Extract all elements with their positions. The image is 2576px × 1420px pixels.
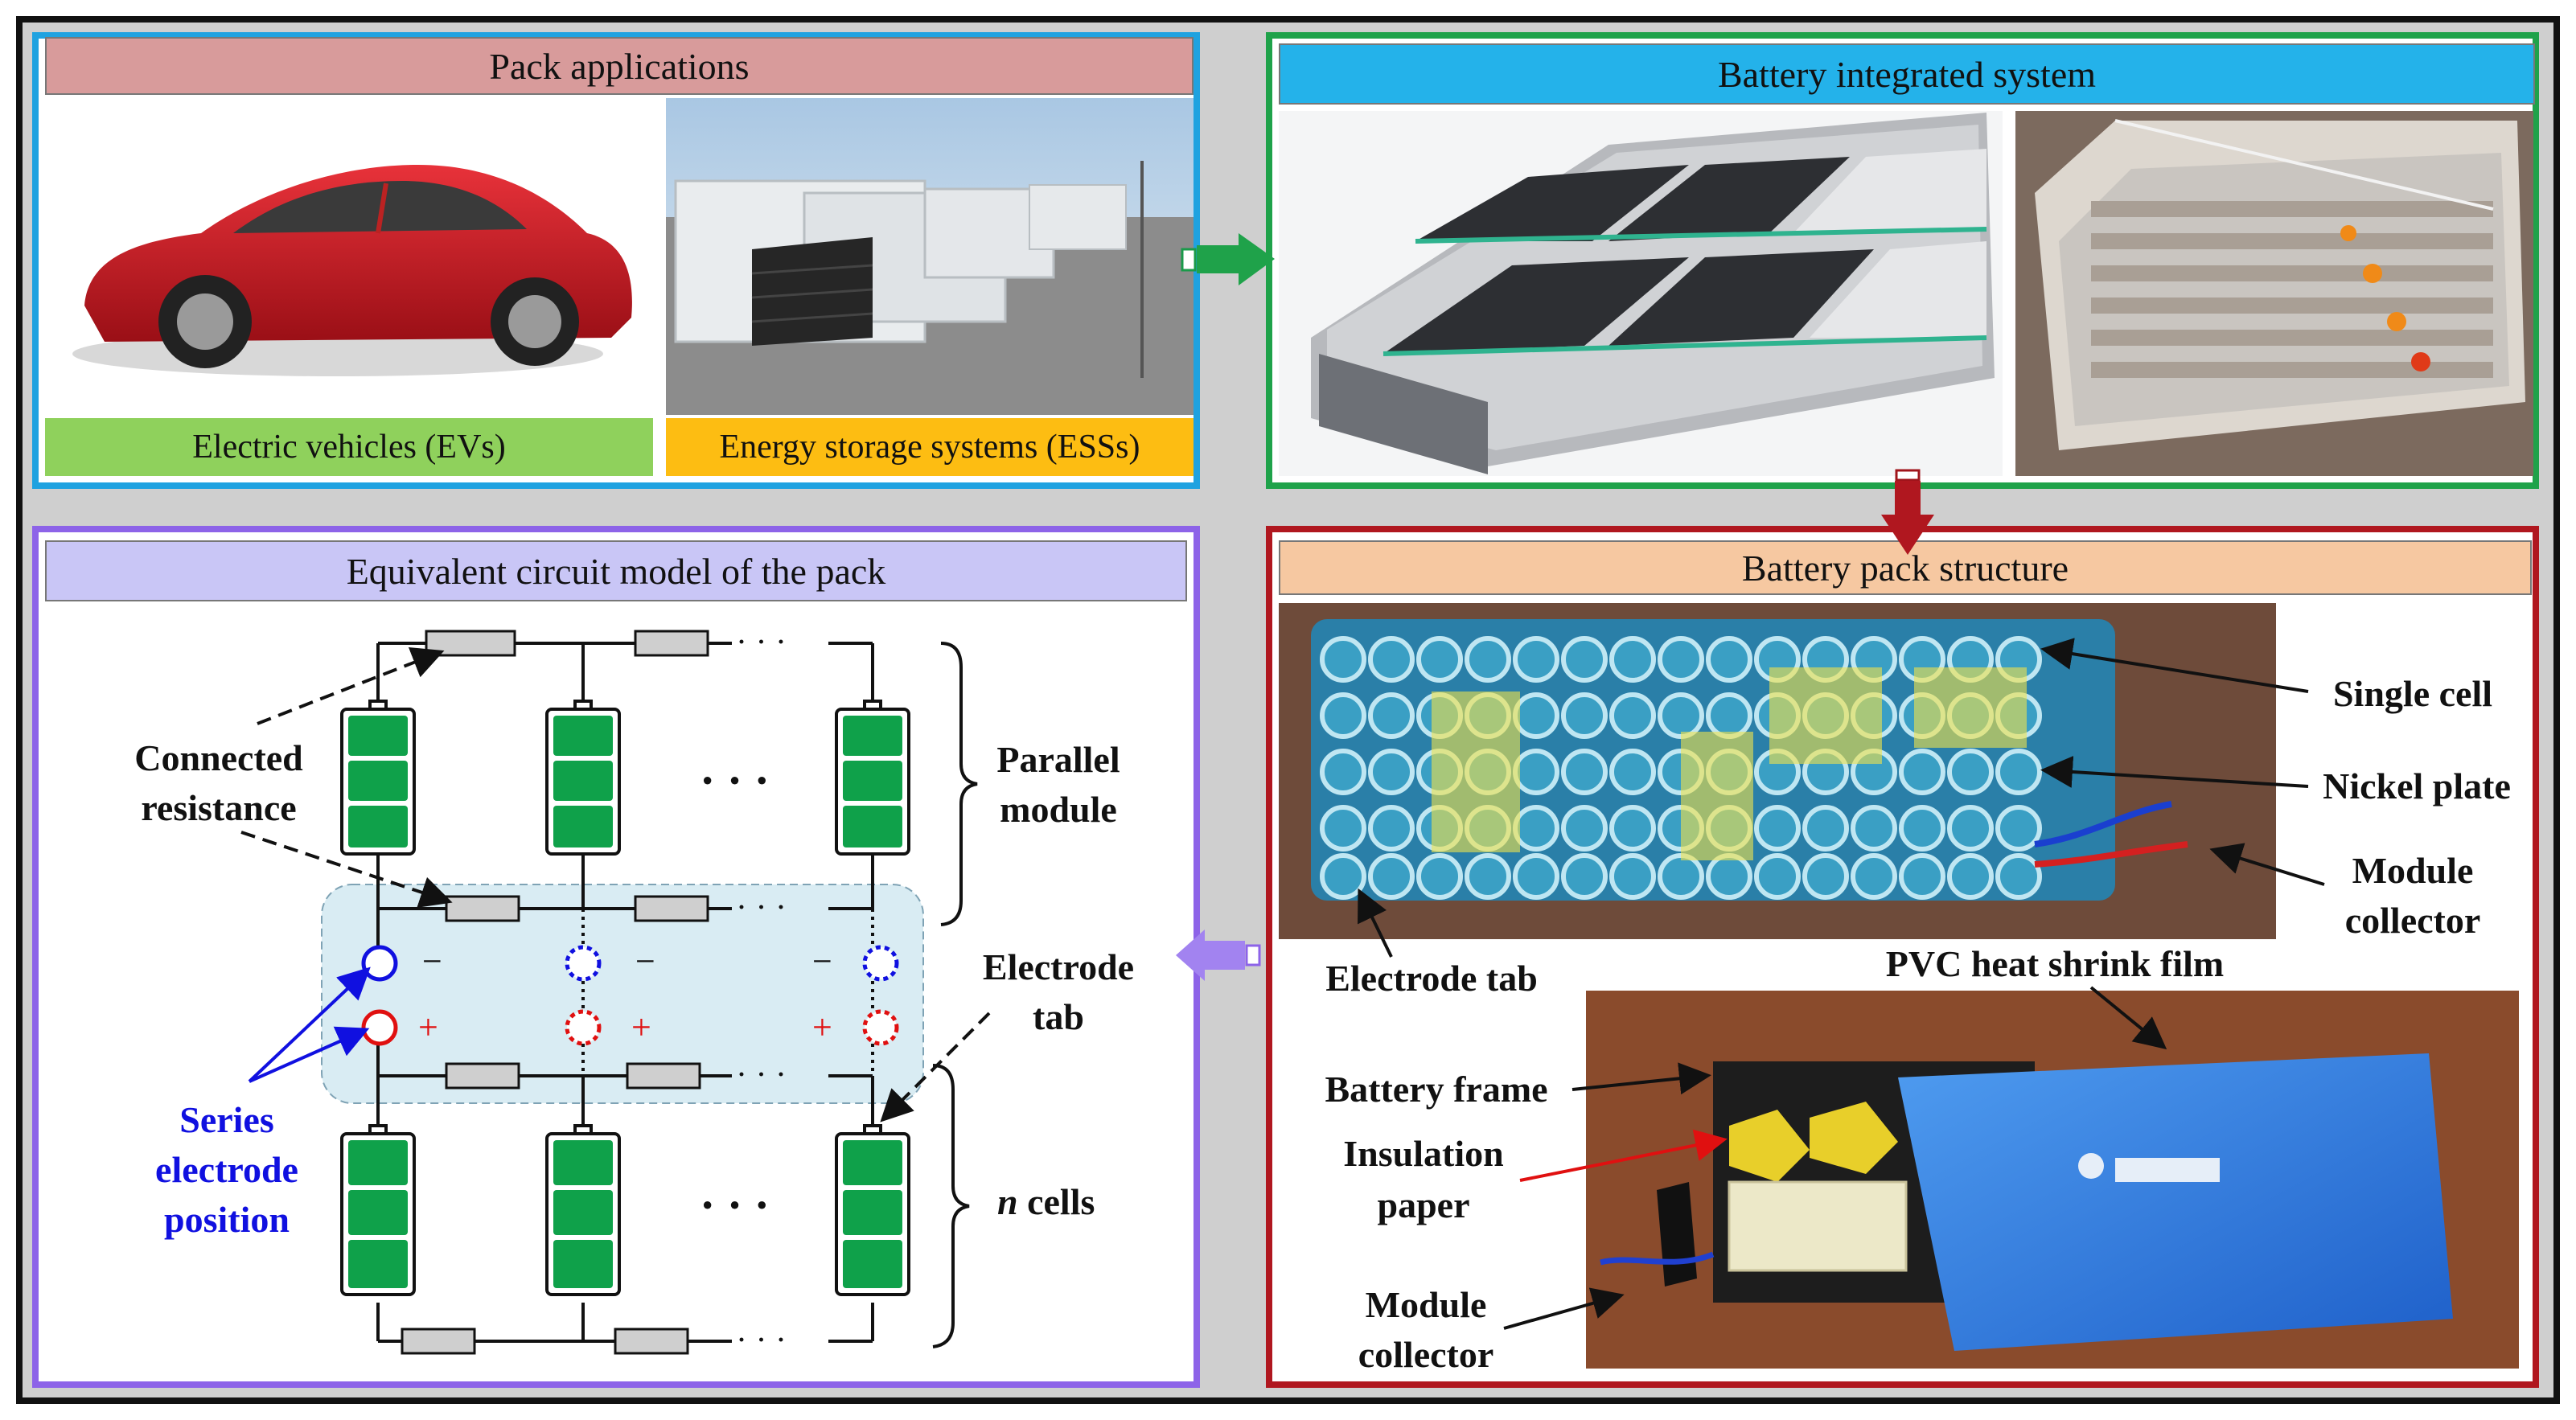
ev-label: Electric vehicles (EVs): [45, 418, 653, 476]
battery-integrated-system-title: Battery integrated system: [1279, 43, 2535, 105]
insulation-paper-label: Insulation: [1343, 1133, 1503, 1174]
minus-sign: −: [635, 942, 655, 981]
equivalent-circuit-title: Equivalent circuit model of the pack: [45, 540, 1187, 601]
purple-flow-arrow: [1176, 930, 1261, 981]
positive-electrode: [862, 1009, 899, 1046]
cell: [835, 700, 910, 856]
negative-electrode: [862, 945, 899, 982]
nickel-plate-label: Nickel plate: [2323, 765, 2511, 806]
n-cells-brace: [932, 1064, 970, 1348]
connected-resistance-label: Connected: [134, 737, 303, 778]
circuit-diagram: [321, 642, 924, 1343]
negative-electrode: [361, 945, 398, 982]
n-cells-label: n cells: [997, 1181, 1095, 1222]
pvc-film-arrow: [2089, 986, 2167, 1050]
ellipsis: · · ·: [736, 1322, 787, 1359]
battery-cells: [340, 700, 910, 1296]
electrode-tab-label: tab: [1033, 996, 1084, 1037]
cell: [545, 1124, 621, 1296]
minus-sign: −: [422, 942, 442, 981]
cell: [340, 700, 416, 856]
cell-module-photo: [1279, 603, 2276, 939]
plus-sign: +: [418, 1008, 438, 1047]
module-collector-photo-label: Module: [1366, 1284, 1487, 1325]
minus-sign: −: [812, 942, 832, 981]
module-collector-label: Module: [2352, 850, 2474, 891]
battery-frame-label: Battery frame: [1325, 1069, 1547, 1110]
ellipsis: · · ·: [736, 1057, 787, 1094]
positive-electrode: [565, 1009, 602, 1046]
parallel-module-brace: [940, 642, 978, 926]
insulation-paper-arrow: [1519, 1129, 1728, 1182]
parallel-module-label: Parallel: [996, 739, 1120, 780]
cell: [835, 1124, 910, 1296]
resistor: [445, 1062, 520, 1090]
connected-resistors: [401, 630, 709, 1355]
ellipsis: · · ·: [736, 889, 787, 926]
pack-applications-title: Pack applications: [45, 37, 1194, 95]
negative-electrode: [565, 945, 602, 982]
red-flow-arrow: [1881, 469, 1934, 555]
ellipsis: · · ·: [700, 1179, 770, 1231]
electrode-tab-label: Electrode: [983, 946, 1134, 987]
resistor: [445, 895, 520, 922]
series-electrode-label: electrode: [155, 1149, 298, 1190]
connected-resistance-arrow: [240, 831, 453, 908]
ellipsis: · · ·: [700, 754, 770, 806]
single-cell-arrow: [2040, 638, 2309, 693]
parallel-module-label: module: [1000, 789, 1117, 830]
module-collector-arrow: [2209, 843, 2325, 886]
single-cell-label: Single cell: [2333, 673, 2492, 714]
module-collector-label: collector: [2345, 900, 2481, 941]
resistor: [401, 1328, 476, 1355]
electrode-tab-photo-arrow: [1358, 888, 1393, 958]
cell: [545, 700, 621, 856]
ess-image: [666, 98, 1194, 415]
series-electrode-arrow: [249, 1026, 370, 1083]
battery-integrated-image-left: [1279, 111, 2003, 476]
resistor: [634, 895, 709, 922]
battery-frame-arrow: [1571, 1062, 1711, 1095]
ellipsis: · · ·: [736, 624, 787, 661]
ev-car-image: [45, 98, 653, 415]
plus-sign: +: [812, 1008, 832, 1047]
wrapped-pack-photo: [1586, 991, 2519, 1369]
resistor: [614, 1328, 689, 1355]
series-electrode-label: position: [164, 1199, 290, 1240]
series-electrode-arrow: [248, 967, 371, 1083]
module-collector-photo-label: collector: [1358, 1334, 1494, 1375]
insulation-paper-label: paper: [1378, 1184, 1470, 1225]
battery-integrated-image-right: [2015, 111, 2533, 476]
electrode-tab-photo-label: Electrode tab: [1325, 958, 1538, 999]
resistor: [634, 630, 709, 657]
series-electrode-label: Series: [179, 1099, 274, 1140]
resistor: [626, 1062, 701, 1090]
pvc-film-label: PVC heat shrink film: [1886, 943, 2224, 984]
green-flow-arrow: [1181, 233, 1275, 285]
cell: [340, 1124, 416, 1296]
positive-electrode: [361, 1009, 398, 1046]
nickel-plate-arrow: [2040, 756, 2309, 788]
plus-sign: +: [631, 1008, 651, 1047]
resistor: [425, 630, 516, 657]
ess-label: Energy storage systems (ESSs): [666, 418, 1194, 476]
electrode-tab-arrow: [880, 1012, 991, 1122]
connected-resistance-label: resistance: [141, 787, 296, 828]
module-collector-photo-arrow: [1503, 1287, 1625, 1330]
cell-grid: [1320, 636, 2042, 900]
connected-resistance-arrow: [257, 647, 445, 725]
electrode-markers: [361, 945, 899, 1046]
